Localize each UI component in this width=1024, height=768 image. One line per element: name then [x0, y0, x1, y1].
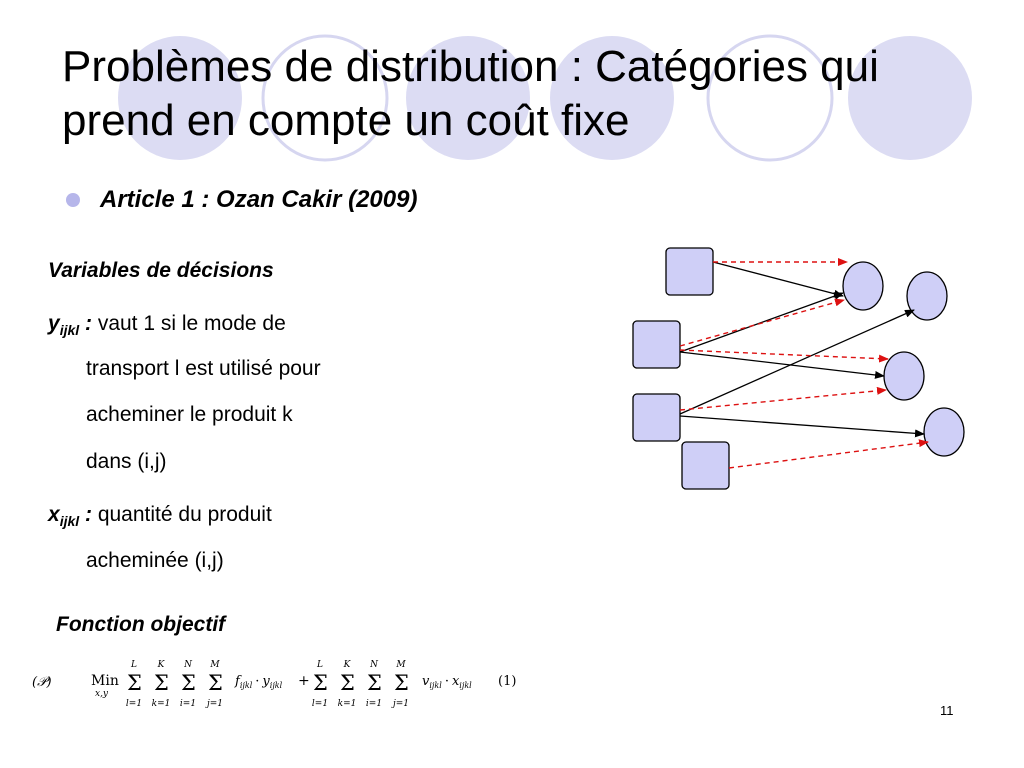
deco-circle — [406, 36, 530, 160]
destination-node — [906, 271, 948, 321]
variable-y-symbol: yijkl : — [48, 312, 92, 339]
sum-lower-limit: i=1 — [366, 699, 382, 709]
dashed-arrow — [679, 349, 889, 363]
variable-y-definition: yijkl : vaut 1 si le mode de — [48, 312, 286, 338]
sum-lower-limit: k=1 — [152, 699, 171, 709]
formula-term-variable-cost: vijkl·xijkl — [422, 674, 472, 690]
variable-y-desc-line: transport l est utilisé pour — [86, 357, 321, 380]
sum-sign: Σ — [367, 671, 382, 695]
sum-sign: Σ — [313, 671, 328, 695]
sum-lower-limit: l=1 — [312, 699, 328, 709]
slide-title: Problèmes de distribution : Catégories q… — [62, 40, 1002, 148]
sum-upper-limit: M — [209, 660, 220, 670]
sum-sign: Σ — [208, 671, 223, 695]
variable-y-desc-line: acheminer le produit k — [86, 403, 293, 426]
sum-sign: Σ — [394, 671, 409, 695]
sum-lower-limit: k=1 — [338, 699, 357, 709]
formula-plus: + — [298, 673, 310, 689]
sum-lower-limit: j=1 — [205, 699, 223, 709]
title-line-2: prend en compte un coût fixe — [62, 96, 630, 145]
variable-y-desc-line: dans (i,j) — [86, 450, 167, 473]
sum-upper-limit: M — [395, 660, 406, 670]
objective-heading: Fonction objectif — [56, 613, 226, 636]
variable-x-definition: xijkl : quantité du produit — [48, 503, 272, 529]
dashed-arrow — [728, 439, 929, 469]
variable-x-description: quantité du produit — [91, 503, 272, 526]
formula-min: Min — [91, 673, 119, 689]
objective-formula: (𝒫) Min x,y Σ Σ Σ Σ Σ Σ Σ Σ L K N M L K … — [32, 660, 516, 709]
sum-sign: Σ — [154, 671, 169, 695]
variable-x-symbol: xijkl : — [48, 503, 92, 530]
sum-sign: Σ — [340, 671, 355, 695]
sum-sign: Σ — [181, 671, 196, 695]
decorative-circles — [118, 34, 972, 162]
sum-upper-limit: N — [183, 660, 193, 670]
deco-circle — [261, 34, 389, 162]
sum-upper-limit: K — [343, 660, 352, 670]
deco-circle — [706, 34, 834, 162]
variable-x-desc-line: acheminée (i,j) — [86, 549, 224, 572]
formula-min-sub: x,y — [95, 689, 109, 699]
bullet-text: Article 1 : Ozan Cakir (2009) — [100, 186, 418, 213]
deco-circle — [550, 36, 674, 160]
sum-upper-limit: L — [316, 660, 323, 670]
source-node — [632, 320, 681, 369]
sum-upper-limit: N — [369, 660, 379, 670]
solid-arrow — [712, 261, 844, 298]
source-node — [665, 247, 714, 296]
dashed-arrow — [679, 386, 887, 411]
variable-y-description: vaut 1 si le mode de — [91, 312, 286, 335]
bullet-dot-icon — [66, 193, 80, 207]
sum-lower-limit: j=1 — [391, 699, 409, 709]
slide-number: 11 — [940, 703, 954, 718]
destination-node — [923, 407, 965, 457]
bullet-item: Article 1 : Ozan Cakir (2009) — [66, 186, 417, 214]
deco-circle — [118, 36, 242, 160]
formula-problem-label: (𝒫) — [32, 675, 52, 690]
formula-equation-number: (1) — [498, 674, 516, 689]
solid-arrow — [679, 309, 915, 415]
dashed-arrow — [679, 298, 845, 347]
sum-sign: Σ — [127, 671, 142, 695]
sum-lower-limit: l=1 — [126, 699, 142, 709]
sum-upper-limit: K — [157, 660, 166, 670]
formula-term-fixed-cost: fijkl·yijkl — [234, 674, 283, 690]
network-diagram — [632, 247, 965, 490]
source-node — [681, 441, 730, 490]
sum-lower-limit: i=1 — [180, 699, 196, 709]
variables-heading: Variables de décisions — [48, 259, 274, 282]
solid-arrow — [679, 351, 885, 379]
deco-circle — [848, 36, 972, 160]
solid-arrow — [679, 415, 925, 438]
source-node — [632, 393, 681, 442]
destination-node — [842, 261, 884, 311]
sum-upper-limit: L — [130, 660, 137, 670]
title-line-1: Problèmes de distribution : Catégories q… — [62, 42, 879, 91]
destination-node — [883, 351, 925, 401]
